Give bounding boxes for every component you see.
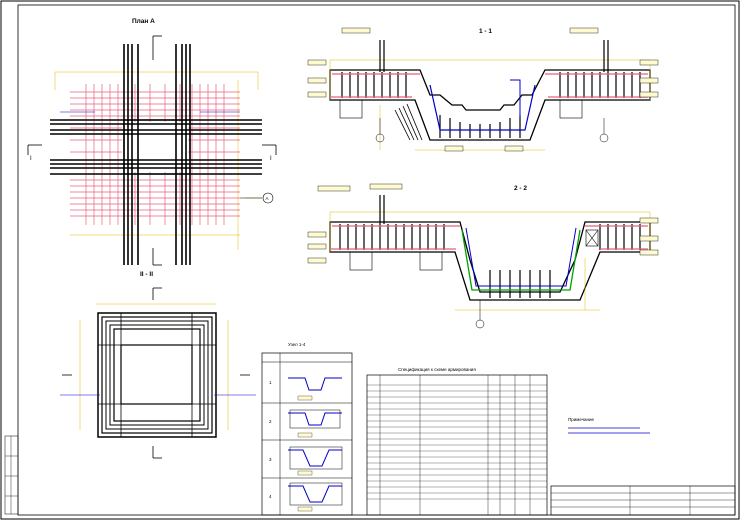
section-2-right-box [585,229,599,247]
section-1-title: 1 - 1 [479,28,492,35]
section-2-title: 2 - 2 [514,185,527,192]
notes-block: Примечание [568,417,650,434]
title-block [550,485,736,516]
plan-center-opening [123,119,191,175]
section-1-outline [329,69,651,141]
section-ii-ties [98,313,216,437]
section-2-rebar-bars [339,224,641,298]
plan-section-left-label: I [30,156,32,162]
detail-row-4-label: 4 [269,494,272,499]
spec-table: Спецификация к схеме армирования [366,367,548,516]
section-1-rebar-bars [341,72,641,138]
plan-rebar-vertical [123,44,191,265]
section-1-under-blocks [339,99,583,119]
plan-section-right-label: I [270,156,272,162]
plan-rebar-horizontal [50,119,262,175]
detail-row-3-label: 3 [269,457,272,462]
section-2-pit-rebar-blue [465,227,577,287]
section-2-mesh [330,225,648,250]
section-2-column [379,195,385,224]
spec-table-title: Спецификация к схеме армирования [398,367,476,372]
section-1-stirrups [394,103,423,141]
detail-table: Узел 1-4 1 2 3 4 [261,342,353,516]
spec-table-rows [367,384,547,500]
section-2-axis-bubble [475,300,485,329]
section-2-view: 2 - 2 [307,183,659,329]
section-ii-dimensions [79,303,229,430]
section-1-pit-rebar [429,84,536,131]
notes-title: Примечание [568,417,595,422]
section-ii-title: II - II [140,271,153,278]
plan-title: План А [132,18,155,25]
section-1-callouts [307,27,659,152]
sheet-inner-frame [17,4,736,516]
section-2-callouts [307,183,659,264]
section-2-dimensions [329,211,651,311]
notes-lines [568,427,650,434]
detail-callouts [297,395,313,512]
plan-section-markers [27,35,277,266]
detail-table-title: Узел 1-4 [288,342,306,347]
section-1-view: 1 - 1 [307,27,659,152]
section-1-top-mesh [330,73,648,98]
plan-mesh-horizontal [70,91,240,217]
section-1-axis-bubbles [375,118,609,143]
binding-strip [4,435,19,515]
section-2-under-blocks [349,251,443,271]
detail-row-1-label: 1 [269,380,272,385]
section-ii-markers [62,287,250,459]
section-ii-view: II - II [60,271,256,459]
plan-mesh-vertical [85,84,225,225]
plan-axis-label: А [266,196,269,201]
section-1-columns [379,40,609,72]
section-1-pit-bar-right [510,79,521,118]
plan-view: План А I I [27,18,277,266]
section-2-pit-rebar-green [461,229,581,291]
detail-node-sketches [288,377,343,506]
section-ii-rings [97,312,217,438]
detail-row-2-label: 2 [269,419,272,424]
plan-axis-marker: А [240,192,274,204]
